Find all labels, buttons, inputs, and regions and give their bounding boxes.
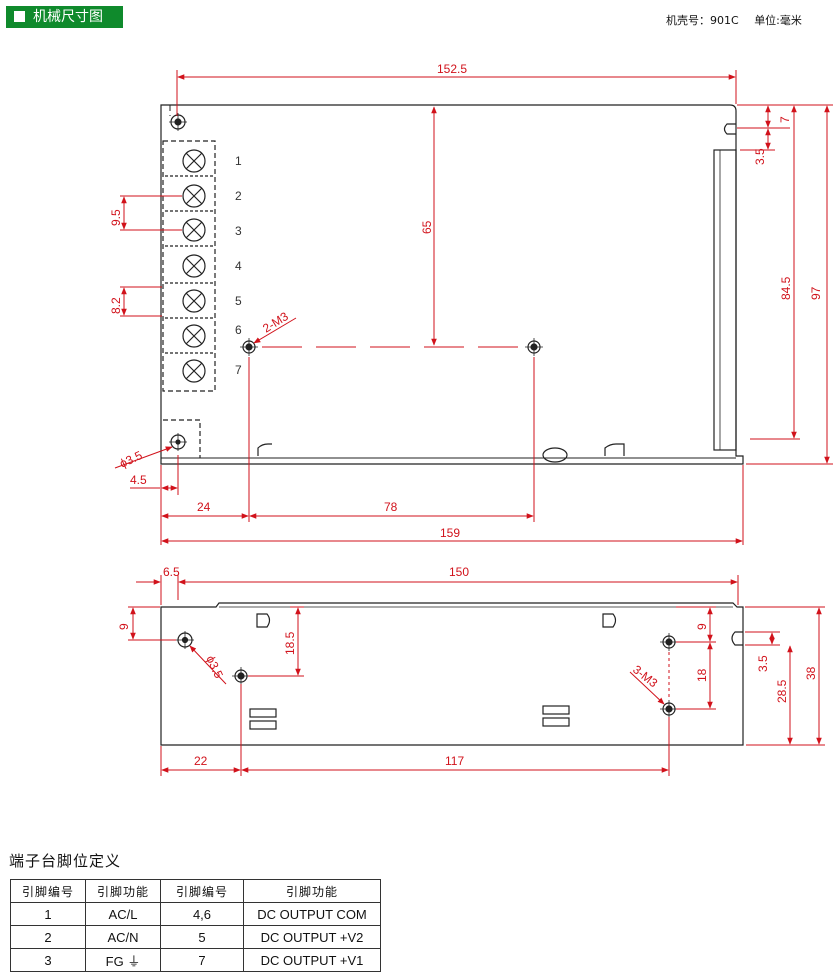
dim-8-2: 8.2 <box>109 297 123 314</box>
table-header-row: 引脚编号 引脚功能 引脚编号 引脚功能 <box>10 879 381 903</box>
side-hole-right-lower <box>660 700 678 718</box>
top-view <box>160 104 744 465</box>
terminal-number: 7 <box>235 363 242 377</box>
top-view-dim-labels: 152.5 65 7 3.5 84.5 97 9.5 8.2 2-M3 ϕ3.5… <box>109 62 823 540</box>
dim-6-5: 6.5 <box>163 565 180 579</box>
top-mounting-holes <box>169 113 543 451</box>
side-view-dimensions <box>128 575 825 776</box>
dim-22: 22 <box>194 754 208 768</box>
hole-label-2-m3: 2-M3 <box>260 309 291 336</box>
dim-117: 117 <box>445 754 464 768</box>
dim-84-5: 84.5 <box>779 276 793 300</box>
side-mounting-holes <box>176 631 678 718</box>
terminal-number: 3 <box>235 224 242 238</box>
pin-definition-table: 引脚编号 引脚功能 引脚编号 引脚功能 1 AC/L 4,6 DC OUTPUT… <box>10 879 381 972</box>
side-hole-left-m3 <box>232 667 250 685</box>
side-view-dim-labels: 6.5 150 9 ϕ3.5 18.5 9 3-M3 18 3.5 28.5 3… <box>117 565 818 768</box>
table-row: 2 AC/N 5 DC OUTPUT +V2 <box>10 925 381 949</box>
table-cell: FG ⏚ <box>85 948 161 972</box>
dim-18: 18 <box>695 668 709 682</box>
dim-159: 159 <box>440 526 460 540</box>
terminal-number: 2 <box>235 189 242 203</box>
table-cell: 7 <box>160 948 244 972</box>
dim-24: 24 <box>197 500 211 514</box>
dim-4-5: 4.5 <box>130 473 147 487</box>
section-header: 机械尺寸图 <box>6 6 123 28</box>
terminal-4 <box>165 254 214 284</box>
case-label: 机壳号：901C <box>666 14 739 27</box>
terminal-3 <box>165 218 214 247</box>
table-cell: 4,6 <box>160 902 244 926</box>
mount-hole-top-left <box>169 113 187 131</box>
mount-hole-m3-left <box>240 338 258 356</box>
table-header: 引脚功能 <box>85 879 161 903</box>
dim-side-9-right: 9 <box>695 623 709 630</box>
side-hole-right-upper <box>660 633 678 651</box>
table-cell: DC OUTPUT COM <box>243 902 381 926</box>
terminal-number: 1 <box>235 154 242 168</box>
dim-38: 38 <box>804 666 818 680</box>
dim-28-5: 28.5 <box>775 679 789 703</box>
dim-9-5: 9.5 <box>109 209 123 226</box>
terminal-6 <box>165 324 214 354</box>
terminal-7 <box>182 359 206 383</box>
unit-label: 单位:毫米 <box>754 14 802 27</box>
mount-hole-m3-right <box>525 338 543 356</box>
hole-label-dia: ϕ3.5 <box>117 448 144 471</box>
side-hole-dia <box>176 631 194 649</box>
terminal-number: 6 <box>235 323 242 337</box>
terminal-5 <box>165 289 214 319</box>
table-cell: DC OUTPUT +V1 <box>243 948 381 972</box>
table-cell: AC/L <box>85 902 161 926</box>
table-header: 引脚编号 <box>160 879 244 903</box>
side-view-outline <box>160 602 744 746</box>
mechanical-drawing: 1 2 3 4 5 6 7 <box>109 62 833 776</box>
top-view-dimensions <box>114 70 833 545</box>
table-cell: AC/N <box>85 925 161 949</box>
table-cell: 3 <box>10 948 86 972</box>
terminal-2 <box>165 184 214 212</box>
top-view-outline <box>160 104 744 465</box>
terminal-screws <box>165 149 214 383</box>
table-header: 引脚功能 <box>243 879 381 903</box>
dim-3-5: 3.5 <box>753 148 767 165</box>
dim-152-5: 152.5 <box>437 62 467 76</box>
table-row: 3 FG ⏚ 7 DC OUTPUT +V1 <box>10 948 381 972</box>
side-view <box>160 602 744 746</box>
terminal-number: 4 <box>235 259 242 273</box>
table-cell: DC OUTPUT +V2 <box>243 925 381 949</box>
table-row: 1 AC/L 4,6 DC OUTPUT COM <box>10 902 381 926</box>
right-flange <box>713 149 737 451</box>
dim-150: 150 <box>449 565 469 579</box>
dim-side-3-5: 3.5 <box>756 655 770 672</box>
section-header-title: 机械尺寸图 <box>33 9 103 25</box>
model-info: 机壳号：901C 单位:毫米 <box>666 12 814 28</box>
table-cell: 2 <box>10 925 86 949</box>
dim-18-5: 18.5 <box>283 631 297 655</box>
terminal-block <box>162 140 216 392</box>
dim-97: 97 <box>809 286 823 300</box>
dim-7: 7 <box>778 116 792 123</box>
square-icon <box>14 11 25 22</box>
terminal-1 <box>165 149 214 177</box>
table-header: 引脚编号 <box>10 879 86 903</box>
pin-table-title: 端子台脚位定义 <box>9 852 122 870</box>
table-cell: 1 <box>10 902 86 926</box>
dim-78: 78 <box>384 500 398 514</box>
table-cell: 5 <box>160 925 244 949</box>
side-hole-label-dia: ϕ3.5 <box>203 653 226 680</box>
dim-side-9-left: 9 <box>117 623 131 630</box>
dim-65: 65 <box>420 220 434 234</box>
mount-hole-bottom-left <box>169 433 187 451</box>
terminal-number: 5 <box>235 294 242 308</box>
terminal-numbers: 1 2 3 4 5 6 7 <box>235 154 242 377</box>
